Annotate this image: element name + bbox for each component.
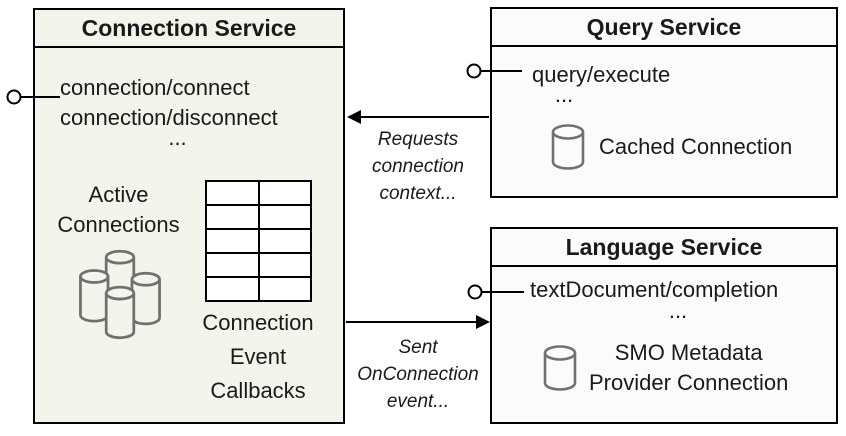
callback-table-cell xyxy=(207,182,258,204)
callback-table-cell xyxy=(207,206,258,228)
callback-table-cell xyxy=(259,254,310,276)
sent-onconnection-event-label: Sent OnConnection event... xyxy=(352,334,484,415)
connection-service-title: Connection Service xyxy=(35,10,343,48)
language-service-title: Language Service xyxy=(492,229,836,267)
method-connection-disconnect: connection/disconnect xyxy=(60,105,278,130)
smo-label-line: SMO Metadata xyxy=(614,340,763,365)
callback-table-cell xyxy=(259,230,310,252)
cached-connection-row: Cached Connection xyxy=(550,121,792,173)
query-methods-ellipsis: ... xyxy=(554,82,574,107)
callbacks-label-line: Event xyxy=(229,344,287,369)
method-textdocument-completion: textDocument/completion xyxy=(530,277,779,302)
active-connections-label: Active Connections xyxy=(41,180,196,240)
arrow-right-icon xyxy=(346,315,490,329)
requests-connection-context-label: Requests connection context... xyxy=(352,126,484,207)
database-icon xyxy=(551,124,585,170)
callback-table xyxy=(205,180,312,302)
query-service-box: Query Service query/execute ... Cached C… xyxy=(490,7,838,198)
methods-ellipsis: ... xyxy=(168,125,187,150)
flow-label-line: Requests xyxy=(377,129,459,150)
callback-table-cell xyxy=(259,206,310,228)
callback-table-cell xyxy=(207,230,258,252)
callbacks-label-line: Connection xyxy=(202,310,314,335)
flow-label-line: Sent xyxy=(398,337,438,358)
smo-label-line: Provider Connection xyxy=(589,370,789,395)
flow-label-line: connection xyxy=(372,156,464,177)
flow-label-line: OnConnection xyxy=(357,364,479,385)
active-connections-line: Connections xyxy=(57,212,180,237)
database-cluster-icon xyxy=(79,249,161,340)
connection-service-methods: connection/connect connection/disconnect xyxy=(60,73,278,133)
method-query-execute: query/execute xyxy=(532,62,671,87)
method-connection-connect: connection/connect xyxy=(60,75,250,100)
smo-metadata-row: SMO Metadata Provider Connection xyxy=(542,332,788,404)
connection-service-box: Connection Service connection/connect co… xyxy=(33,8,345,424)
arrow-left-icon xyxy=(347,110,489,124)
callback-table-cell xyxy=(207,254,258,276)
callbacks-label-line: Callbacks xyxy=(210,378,306,403)
query-service-title: Query Service xyxy=(492,9,836,47)
language-service-box: Language Service textDocument/completion… xyxy=(490,227,838,424)
database-icon xyxy=(543,345,577,391)
callback-table-cell xyxy=(259,278,310,300)
cached-connection-label: Cached Connection xyxy=(599,134,793,159)
callback-table-cell xyxy=(207,278,258,300)
smo-metadata-label: SMO Metadata Provider Connection xyxy=(589,338,788,398)
callback-table-cell xyxy=(259,182,310,204)
connection-event-callbacks-label: Connection Event Callbacks xyxy=(187,306,329,408)
language-methods-ellipsis: ... xyxy=(668,298,688,323)
active-connections-line: Active xyxy=(88,182,149,207)
flow-label-line: context... xyxy=(379,183,457,204)
flow-label-line: event... xyxy=(386,391,450,412)
